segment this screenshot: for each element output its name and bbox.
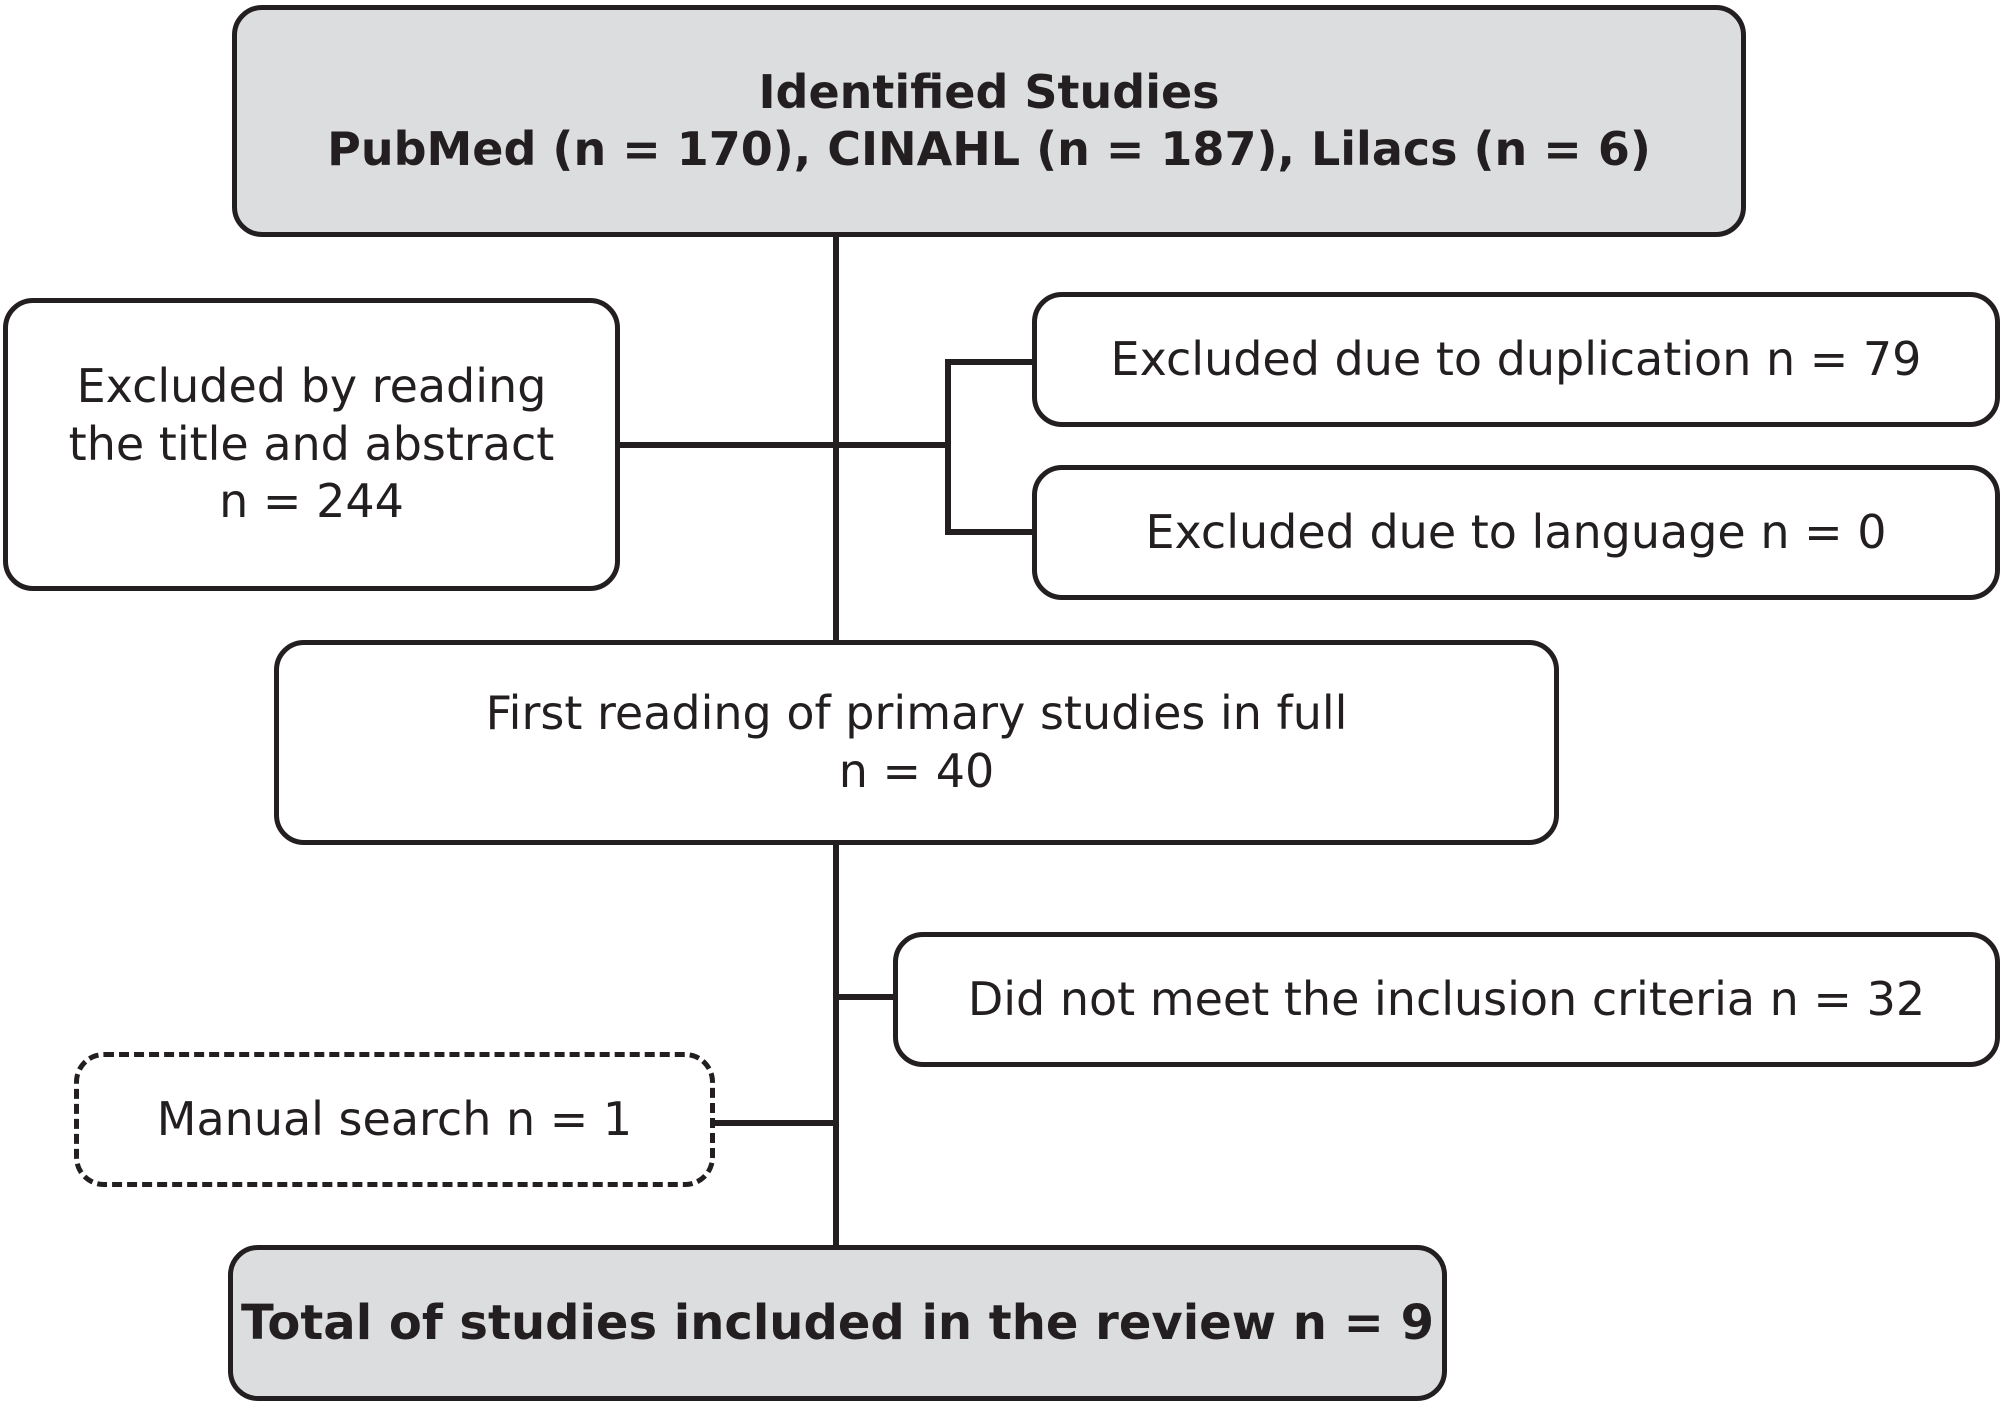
excluded-language-box: Excluded due to language n = 0 (1032, 465, 2000, 600)
excluded-title-abstract-line2: the title and abstract (68, 416, 555, 471)
first-reading-box: First reading of primary studies in full… (274, 640, 1559, 845)
excluded-title-abstract-box: Excluded by reading the title and abstra… (3, 298, 620, 591)
manual-search-text: Manual search n = 1 (156, 1091, 633, 1146)
inclusion-criteria-box: Did not meet the inclusion criteria n = … (893, 932, 2000, 1067)
excluded-title-abstract-line1: Excluded by reading (76, 359, 547, 414)
excluded-title-abstract-count: n = 244 (219, 474, 404, 529)
inclusion-criteria-text: Did not meet the inclusion criteria n = … (967, 971, 1926, 1026)
identified-studies-title: Identified Studies (758, 64, 1220, 119)
excluded-duplication-box: Excluded due to duplication n = 79 (1032, 292, 2000, 427)
manual-search-box: Manual search n = 1 (74, 1052, 715, 1187)
identified-studies-sources: PubMed (n = 170), CINAHL (n = 187), Lila… (327, 122, 1651, 176)
excluded-duplication-text: Excluded due to duplication n = 79 (1110, 331, 1922, 386)
first-reading-text: First reading of primary studies in full (485, 686, 1348, 740)
total-included-text: Total of studies included in the review … (241, 1295, 1434, 1351)
total-included-box: Total of studies included in the review … (228, 1245, 1447, 1401)
identified-studies-box: Identified Studies PubMed (n = 170), CIN… (232, 5, 1746, 237)
first-reading-count: n = 40 (838, 743, 995, 798)
excluded-language-text: Excluded due to language n = 0 (1145, 504, 1887, 559)
